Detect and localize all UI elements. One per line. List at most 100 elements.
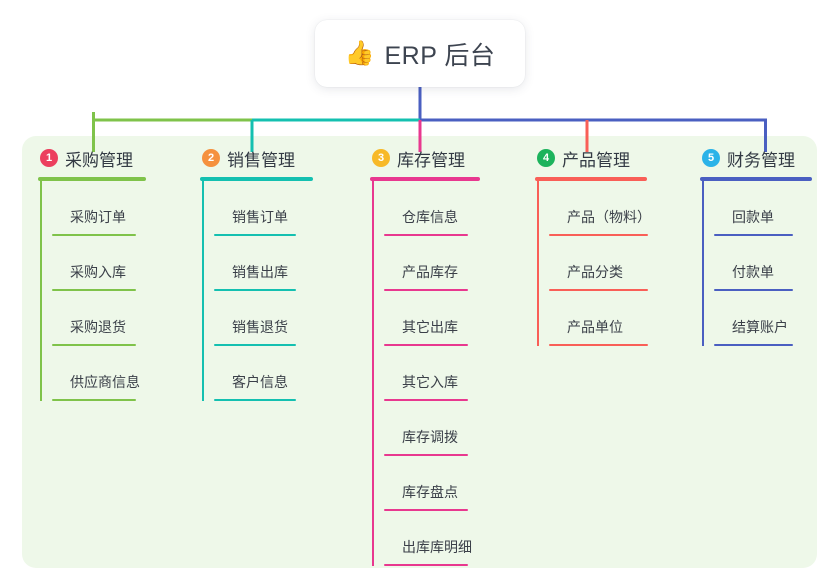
branch-items-3: 仓库信息产品库存其它出库其它入库库存调拨库存盘点出库库明细 [370, 181, 480, 566]
branch-rule-1 [38, 177, 146, 181]
branch-items-2: 销售订单销售出库销售退货客户信息 [200, 181, 313, 401]
branch-badge-4: 4 [537, 149, 555, 167]
leaf-label: 供应商信息 [70, 374, 140, 390]
leaf-rule [384, 289, 468, 291]
branch-column-5: 5 财务管理回款单付款单结算账户 [700, 146, 812, 346]
branch-header-1[interactable]: 1 采购管理 [38, 146, 146, 170]
leaf-label: 产品单位 [567, 319, 623, 335]
leaf-label: 销售订单 [232, 209, 288, 225]
leaf-item[interactable]: 采购订单 [52, 181, 146, 236]
leaf-rule [384, 509, 468, 511]
leaf-rule [384, 399, 468, 401]
thumbs-up-icon: 👍 [344, 39, 375, 67]
branch-spine-3 [372, 181, 374, 566]
leaf-rule [549, 234, 648, 236]
leaf-rule [214, 234, 296, 236]
leaf-rule [52, 234, 136, 236]
leaf-item[interactable]: 产品库存 [384, 236, 480, 291]
leaf-label: 产品分类 [567, 264, 623, 280]
leaf-rule [52, 399, 136, 401]
branch-items-1: 采购订单采购入库采购退货供应商信息 [38, 181, 146, 401]
branch-spine-5 [702, 181, 704, 346]
branch-title-3: 库存管理 [397, 150, 465, 170]
leaf-label: 仓库信息 [402, 209, 458, 225]
leaf-label: 销售退货 [232, 319, 288, 335]
leaf-item[interactable]: 采购退货 [52, 291, 146, 346]
leaf-rule [549, 289, 648, 291]
branch-header-4[interactable]: 4 产品管理 [535, 146, 647, 170]
leaf-label: 付款单 [732, 264, 774, 280]
leaf-item[interactable]: 产品（物料） [549, 181, 651, 236]
leaf-rule [52, 344, 136, 346]
leaf-rule [214, 399, 296, 401]
branch-items-4: 产品（物料） 产品分类产品单位 [535, 181, 651, 346]
branch-header-3[interactable]: 3 库存管理 [370, 146, 480, 170]
leaf-label: 采购退货 [70, 319, 126, 335]
leaf-item[interactable]: 产品单位 [549, 291, 648, 346]
leaf-label: 结算账户 [732, 319, 788, 335]
leaf-item[interactable]: 其它入库 [384, 346, 480, 401]
leaf-item[interactable]: 其它出库 [384, 291, 480, 346]
branch-title-1: 采购管理 [65, 150, 133, 170]
leaf-label: 销售出库 [232, 264, 288, 280]
leaf-item[interactable]: 库存调拨 [384, 401, 480, 456]
leaf-item[interactable]: 出库库明细 [384, 511, 480, 566]
leaf-label: 产品库存 [402, 264, 458, 280]
leaf-item[interactable]: 销售退货 [214, 291, 313, 346]
root-node[interactable]: 👍 ERP 后台 [315, 20, 525, 87]
leaf-item[interactable]: 供应商信息 [52, 346, 146, 401]
leaf-rule [384, 454, 468, 456]
branch-header-5[interactable]: 5 财务管理 [700, 146, 812, 170]
root-title: ERP 后台 [384, 41, 496, 70]
branch-badge-1: 1 [40, 149, 58, 167]
leaf-item[interactable]: 结算账户 [714, 291, 812, 346]
branch-header-2[interactable]: 2 销售管理 [200, 146, 313, 170]
branch-column-3: 3 库存管理仓库信息产品库存其它出库其它入库库存调拨库存盘点出库库明细 [370, 146, 480, 566]
leaf-label: 其它出库 [402, 319, 458, 335]
branches-panel [22, 136, 817, 568]
leaf-rule [714, 234, 793, 236]
branch-rule-2 [200, 177, 313, 181]
branch-title-4: 产品管理 [562, 150, 630, 170]
branch-column-1: 1 采购管理采购订单采购入库采购退货供应商信息 [38, 146, 146, 401]
leaf-label: 客户信息 [232, 374, 288, 390]
branch-badge-5: 5 [702, 149, 720, 167]
leaf-item[interactable]: 回款单 [714, 181, 812, 236]
branch-title-2: 销售管理 [227, 150, 295, 170]
leaf-rule [214, 344, 296, 346]
branch-title-5: 财务管理 [727, 150, 795, 170]
leaf-rule [52, 289, 136, 291]
branch-rule-4 [535, 177, 647, 181]
branch-spine-4 [537, 181, 539, 346]
leaf-label: 库存盘点 [402, 484, 458, 500]
leaf-item[interactable]: 仓库信息 [384, 181, 480, 236]
leaf-item[interactable]: 库存盘点 [384, 456, 480, 511]
branch-spine-1 [40, 181, 42, 401]
leaf-rule [384, 564, 468, 566]
leaf-rule [549, 344, 648, 346]
leaf-rule [714, 289, 793, 291]
branch-column-4: 4 产品管理产品（物料） 产品分类产品单位 [535, 146, 651, 346]
leaf-item[interactable]: 销售订单 [214, 181, 313, 236]
leaf-label: 其它入库 [402, 374, 458, 390]
leaf-item[interactable]: 采购入库 [52, 236, 146, 291]
branch-badge-3: 3 [372, 149, 390, 167]
leaf-label: 回款单 [732, 209, 774, 225]
leaf-rule [214, 289, 296, 291]
leaf-item[interactable]: 销售出库 [214, 236, 313, 291]
branch-column-2: 2 销售管理销售订单销售出库销售退货客户信息 [200, 146, 313, 401]
leaf-label: 采购订单 [70, 209, 126, 225]
leaf-label: 出库库明细 [402, 539, 472, 555]
leaf-rule [384, 344, 468, 346]
branch-badge-2: 2 [202, 149, 220, 167]
leaf-item[interactable]: 产品分类 [549, 236, 648, 291]
leaf-item[interactable]: 付款单 [714, 236, 812, 291]
branch-spine-2 [202, 181, 204, 401]
leaf-rule [714, 344, 793, 346]
branch-rule-5 [700, 177, 812, 181]
branch-rule-3 [370, 177, 480, 181]
leaf-label: 产品（物料） [567, 209, 651, 225]
leaf-label: 库存调拨 [402, 429, 458, 445]
leaf-item[interactable]: 客户信息 [214, 346, 313, 401]
